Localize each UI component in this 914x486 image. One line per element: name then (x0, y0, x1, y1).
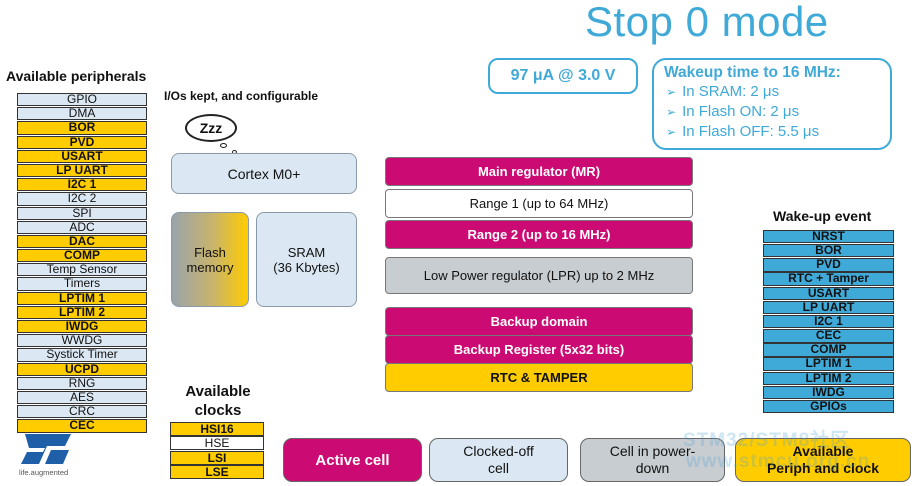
wakeup-event-cell: BOR (763, 244, 894, 258)
peripheral-cell: COMP (17, 249, 147, 263)
peripheral-cell: LPTIM 1 (17, 292, 147, 305)
io-note: I/Os kept, and configurable (164, 89, 319, 103)
logo-tagline: life.augmented (19, 468, 69, 477)
page-title: Stop 0 mode (585, 0, 829, 45)
peripheral-cell: I2C 1 (17, 178, 147, 192)
peripheral-cell: BOR (17, 121, 147, 135)
arrow-icon: ➢ (666, 105, 677, 119)
wakeup-event-cell: LP UART (763, 301, 894, 315)
wakeup-event-cell: LPTIM 1 (763, 357, 894, 371)
wakeup-event-cell: GPIOs (763, 400, 894, 414)
wakeup-time-item: ➢In Flash ON: 2 μs (666, 103, 800, 120)
wakeup-event-cell: IWDG (763, 386, 894, 400)
peripheral-cell: WWDG (17, 334, 147, 348)
wakeup-time-item: ➢In SRAM: 2 μs (666, 83, 780, 100)
peripheral-cell: UCPD (17, 362, 147, 376)
power-consumption-box: 97 μA @ 3.0 V (488, 58, 638, 94)
wakeup-event-cell: RTC + Tamper (763, 272, 894, 286)
backup-register-bar: Backup Register (5x32 bits) (385, 335, 693, 364)
legend-active-cell: Active cell (283, 438, 422, 482)
cortex-core-block: Cortex M0+ (171, 153, 357, 194)
st-logo: life.augmented (17, 432, 77, 482)
peripheral-cell: IWDG (17, 320, 147, 334)
wakeup-event-cell: NRST (763, 230, 894, 244)
peripheral-cell: GPIO (17, 93, 147, 107)
peripheral-cell: Temp Sensor (17, 263, 147, 277)
sram-block: SRAM(36 Kbytes) (256, 212, 357, 307)
wakeup-events-heading: Wake-up event (773, 208, 872, 224)
lp-regulator-bar: Low Power regulator (LPR) up to 2 MHz (385, 257, 693, 294)
peripherals-heading: Available peripherals (6, 68, 147, 84)
peripheral-cell: LP UART (17, 164, 147, 178)
peripheral-cell: DMA (17, 107, 147, 121)
wakeup-event-cell: PVD (763, 258, 894, 272)
watermark-line2: www.stmcu.org.cn (686, 451, 871, 472)
bubble-dot-icon (220, 143, 227, 148)
backup-domain-bar: Backup domain (385, 307, 693, 336)
peripheral-cell: RNG (17, 377, 147, 390)
peripheral-cell: LPTIM 2 (17, 306, 147, 319)
peripheral-cell: CEC (17, 419, 147, 433)
wakeup-event-cell: LPTIM 2 (763, 371, 894, 386)
peripheral-cell: USART (17, 150, 147, 163)
range1-bar: Range 1 (up to 64 MHz) (385, 189, 693, 218)
range2-bar: Range 2 (up to 16 MHz) (385, 220, 693, 249)
peripheral-cell: DAC (17, 235, 147, 249)
clock-cell: LSE (170, 465, 264, 479)
arrow-icon: ➢ (666, 125, 677, 139)
peripheral-cell: Systick Timer (17, 348, 147, 362)
peripheral-cell: I2C 2 (17, 192, 147, 206)
peripheral-cell: SPI (17, 206, 147, 220)
main-regulator-bar: Main regulator (MR) (385, 157, 693, 186)
wakeup-event-cell: USART (763, 286, 894, 300)
peripheral-cell: ADC (17, 221, 147, 234)
peripheral-cell: Timers (17, 277, 147, 291)
clock-cell: HSI16 (170, 421, 264, 436)
peripheral-cell: CRC (17, 405, 147, 419)
wakeup-event-cell: I2C 1 (763, 315, 894, 329)
clock-cell: LSI (170, 450, 264, 465)
peripheral-cell: PVD (17, 135, 147, 149)
peripheral-cell: AES (17, 391, 147, 405)
legend-power-down-cell: Cell in power-down (580, 438, 725, 482)
rtc-tamper-bar: RTC & TAMPER (385, 363, 693, 392)
wakeup-time-title: Wakeup time to 16 MHz: (664, 64, 841, 81)
wakeup-time-item: ➢In Flash OFF: 5.5 μs (666, 123, 820, 140)
sleep-bubble-icon: Zzz (185, 114, 237, 142)
arrow-icon: ➢ (666, 85, 677, 99)
st-logo-icon (21, 434, 71, 464)
watermark-line1: STM32/STM8社区 (683, 430, 851, 451)
wakeup-event-cell: CEC (763, 329, 894, 343)
wakeup-event-cell: COMP (763, 343, 894, 357)
clock-cell: HSE (170, 436, 264, 450)
wakeup-time-box: Wakeup time to 16 MHz: ➢In SRAM: 2 μs ➢I… (652, 58, 892, 150)
